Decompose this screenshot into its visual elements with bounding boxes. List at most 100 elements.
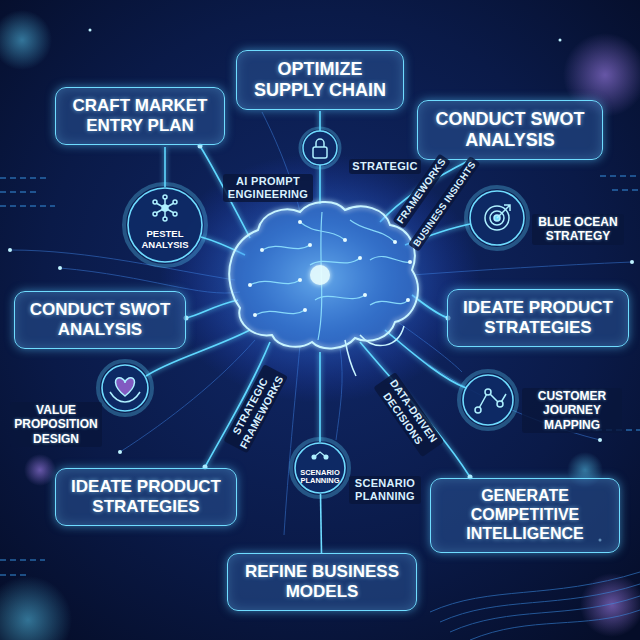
illustration-part [559, 39, 562, 42]
illustration-part [463, 375, 513, 425]
illustration-part [363, 293, 367, 297]
framework-circle: BLUE OCEAN STRATEGY [469, 190, 525, 246]
circle-outline [102, 365, 148, 411]
illustration-part [459, 371, 517, 429]
illustration-part [406, 298, 410, 302]
circle-outline [470, 191, 524, 245]
illustration-part [163, 195, 167, 199]
illustration-part [0, 559, 45, 561]
floating-label: SCENARIO PLANNING [349, 476, 421, 504]
illustration-part [300, 128, 340, 168]
illustration-part [478, 392, 506, 410]
floating-label: STRATEGIC [349, 159, 420, 174]
illustration-part [580, 573, 640, 637]
strategy-box: GENERATE COMPETITIVE INTELLIGENCE [430, 478, 620, 553]
strategy-box: IDEATE PRODUCT STRATEGIES [447, 289, 629, 347]
illustration-part [110, 392, 140, 402]
illustration-part [319, 165, 321, 204]
illustration-part [412, 262, 632, 275]
label-holder: SCENARIO PLANNING [349, 476, 421, 504]
framework-circle: PESTEL ANALYSIS [127, 187, 203, 263]
circle-outline [463, 375, 513, 425]
circle-outline [295, 443, 345, 493]
circle-label: SCENARIO PLANNING [298, 469, 342, 486]
faint-strands [10, 112, 632, 535]
box-title: CONDUCT SWOT ANALYSIS [25, 300, 175, 340]
circle-outline [101, 364, 149, 412]
circle-label: PESTEL ANALYSIS [134, 229, 196, 251]
strategy-box: REFINE BUSINESS MODELS [227, 553, 417, 611]
illustration-part [153, 200, 157, 204]
illustration-part [173, 212, 177, 216]
illustration-part [485, 206, 509, 230]
illustration-part [24, 454, 56, 486]
illustration-part [315, 295, 365, 300]
illustration-part [370, 257, 410, 263]
illustration-part [466, 187, 528, 249]
illustration-part [324, 455, 328, 459]
framework-circle: SCENARIO PLANNING [294, 442, 346, 494]
illustration-part [98, 361, 152, 415]
illustration-part [156, 198, 174, 218]
illustration-part [485, 389, 491, 395]
framework-circle: VALUE PROPOSITION DESIGN [101, 364, 149, 412]
illustration-part [303, 308, 307, 312]
illustration-part [343, 238, 347, 242]
illustration-part [312, 455, 316, 459]
box-title: IDEATE PRODUCT STRATEGIES [458, 298, 618, 338]
illustration-part [310, 258, 360, 265]
illustration-part [260, 248, 264, 252]
illustration-part [89, 29, 92, 32]
illustration-part [253, 313, 257, 317]
illustration-part [470, 191, 524, 245]
illustration-part [250, 280, 300, 285]
illustration-part [316, 139, 324, 147]
bokeh-lights [0, 10, 640, 640]
illustration-part [0, 10, 52, 70]
illustration-part [450, 596, 640, 632]
illustration-part [598, 438, 602, 442]
circle-outline [469, 190, 525, 246]
illustration-part [475, 407, 481, 413]
illustration-part [0, 177, 48, 179]
label-holder: STRATEGIC [345, 156, 425, 174]
illustration-part [300, 222, 345, 240]
illustration-part [58, 266, 62, 270]
illustration-part [0, 576, 72, 640]
illustration-part [345, 340, 356, 376]
connector-line [321, 494, 322, 553]
illustration-part [295, 443, 345, 493]
illustration-part [303, 131, 337, 165]
illustration-part [440, 584, 640, 622]
label-holder: AI PROMPT ENGINEERING [223, 174, 313, 202]
data-dashes [0, 176, 640, 575]
illustration-part [248, 220, 412, 317]
illustration-part [358, 256, 362, 260]
illustration-part [600, 175, 640, 177]
illustration-part [370, 300, 408, 305]
illustration-part [186, 300, 238, 318]
strategy-box: CONDUCT SWOT ANALYSIS [417, 100, 603, 160]
floating-label: AI PROMPT ENGINEERING [223, 174, 313, 202]
illustration-part [173, 200, 177, 204]
illustration-part [153, 212, 157, 216]
illustration-part [291, 439, 349, 497]
illustration-part [313, 147, 327, 158]
illustration-part [255, 310, 305, 315]
illustration-part [262, 245, 310, 250]
illustration-part [163, 217, 167, 221]
illustration-part [310, 265, 330, 285]
illustration-part [8, 248, 12, 252]
strategy-box: IDEATE PRODUCT STRATEGIES [55, 468, 237, 526]
illustration-part [128, 188, 202, 262]
illustration-part [308, 243, 312, 247]
circle-outline [128, 188, 202, 262]
illustration-part [164, 147, 166, 187]
illustration-part [10, 250, 235, 280]
box-title: CONDUCT SWOT ANALYSIS [428, 109, 592, 151]
illustration-part [630, 260, 634, 264]
illustration-part [284, 345, 300, 535]
box-title: REFINE BUSINESS MODELS [238, 562, 406, 602]
illustration-part [60, 268, 240, 293]
